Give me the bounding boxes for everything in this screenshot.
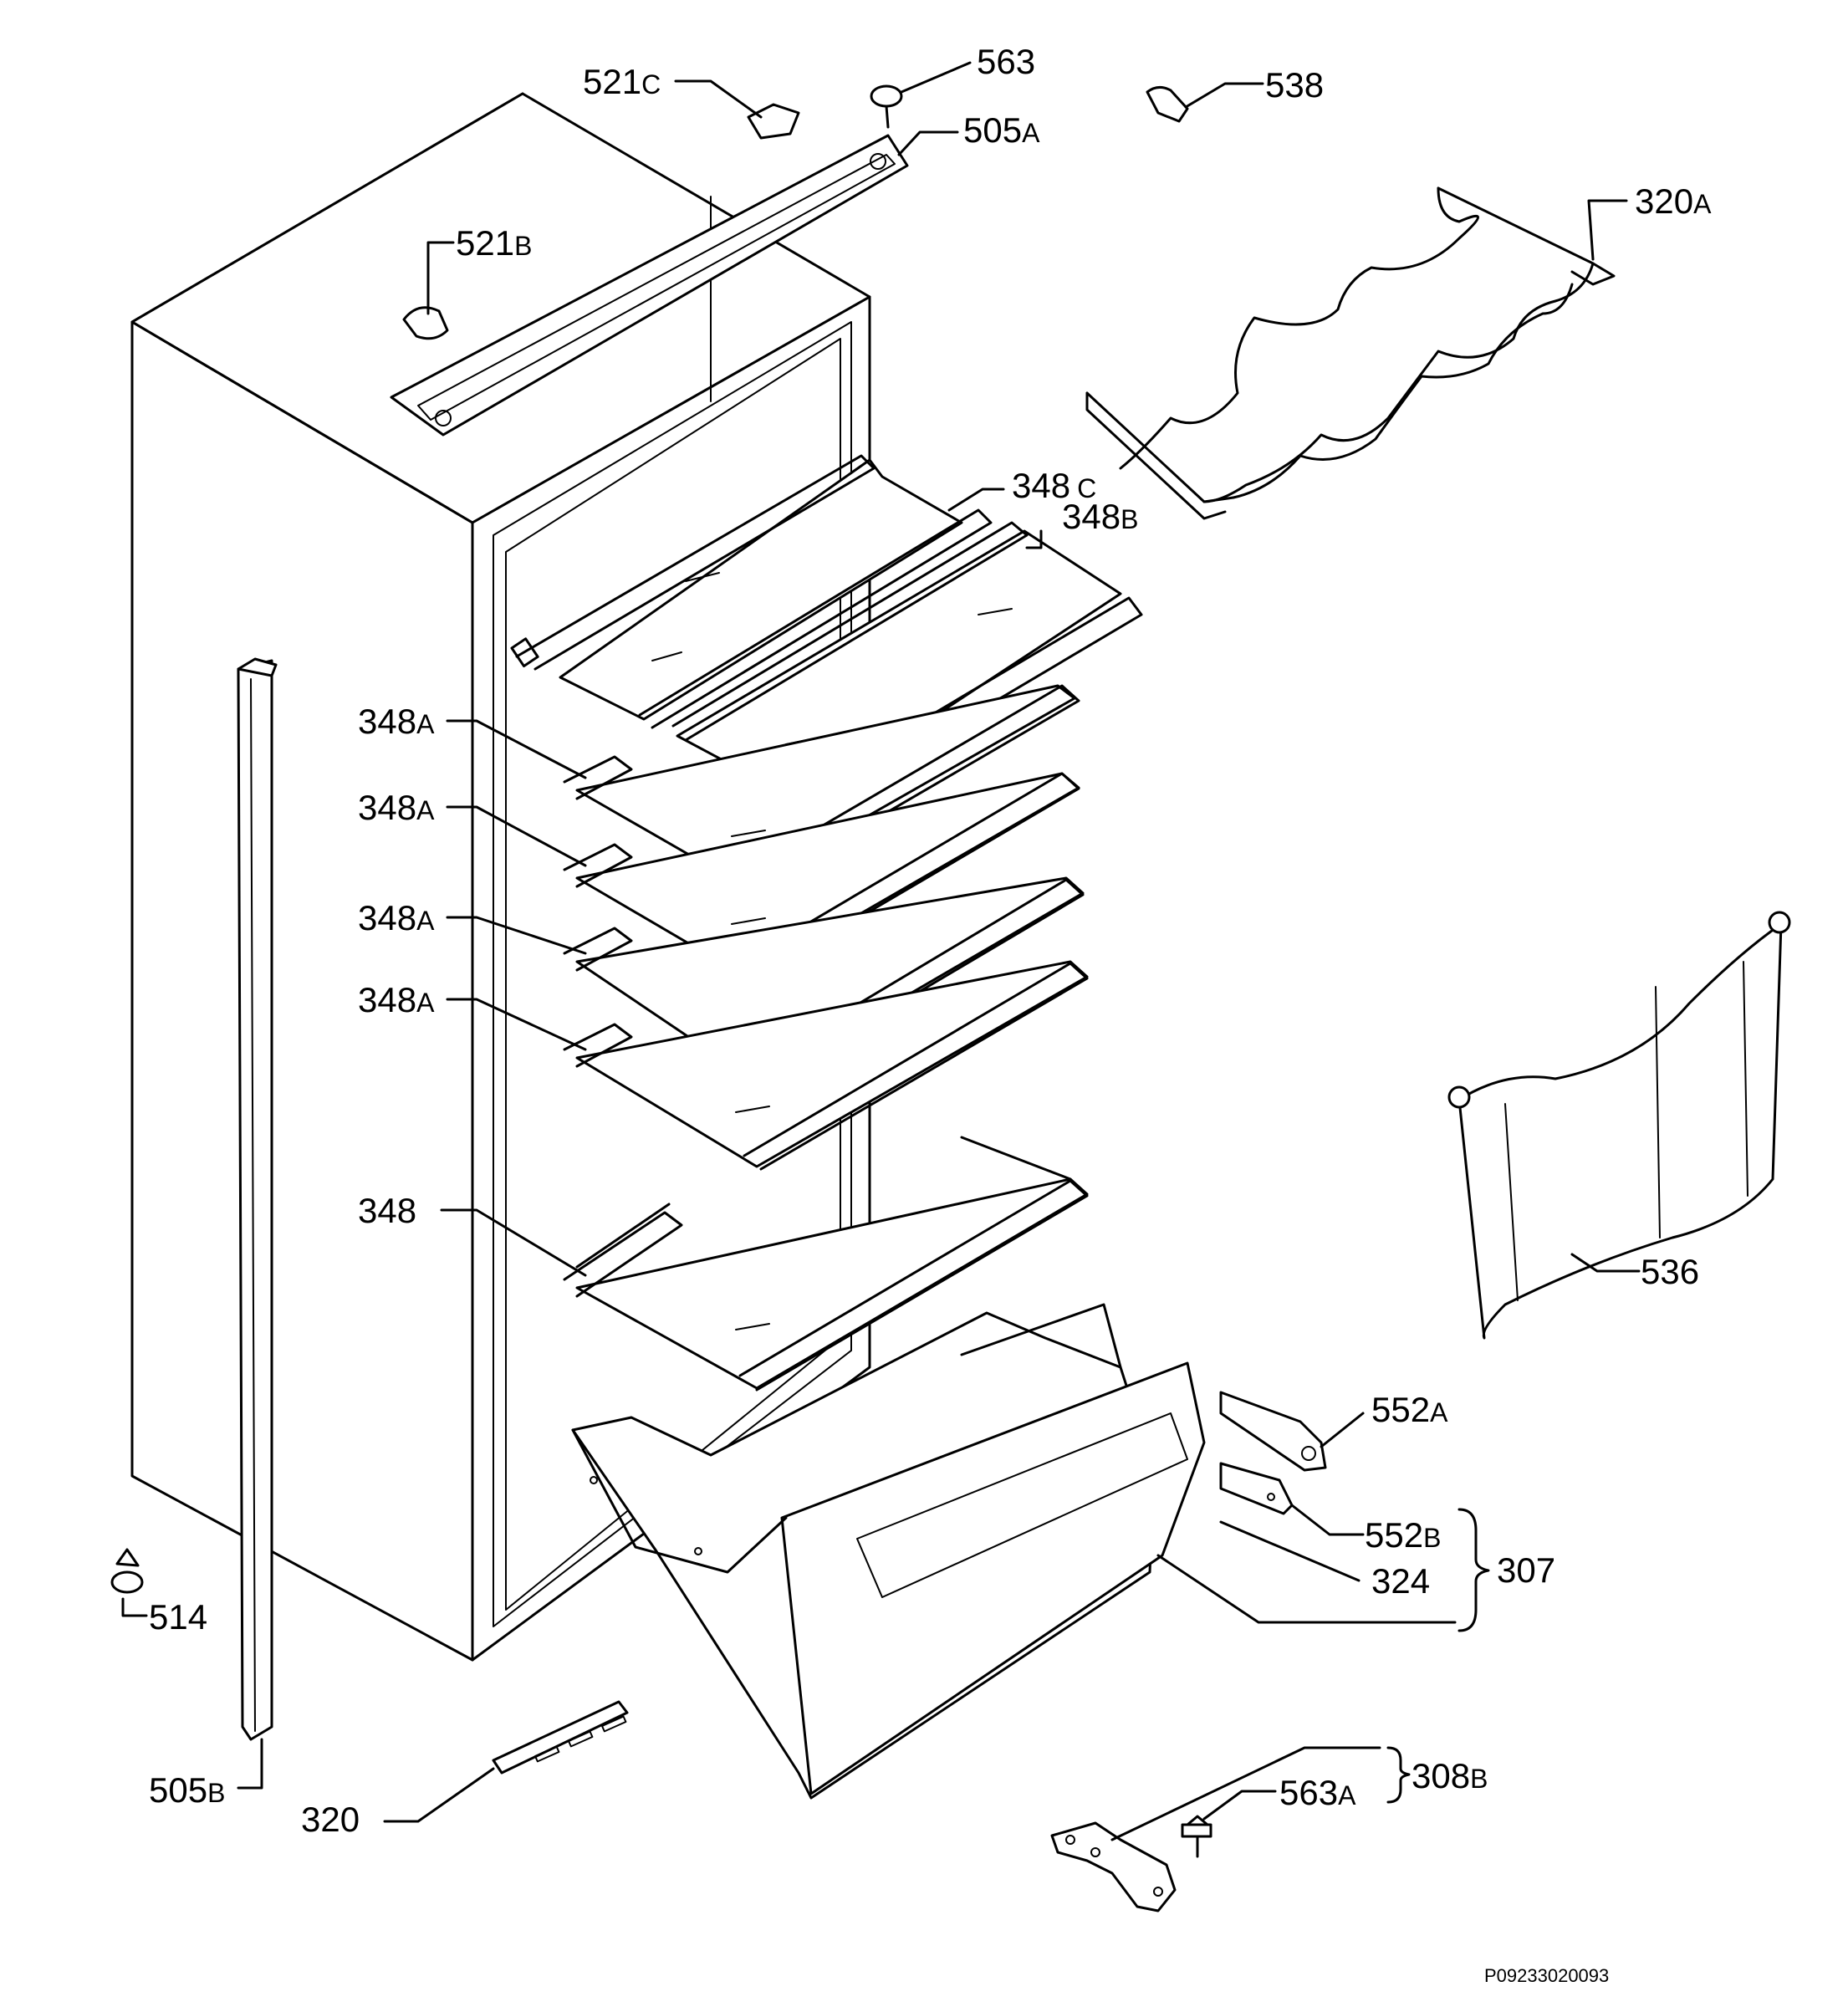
door-seal-part [237, 657, 278, 1741]
leader-lines [121, 61, 1641, 1841]
label-348: 348 [358, 1191, 416, 1230]
label-521b: 521B [456, 223, 532, 263]
crisper-drawer-part [571, 1303, 1206, 1800]
foot-514-part [110, 1548, 144, 1594]
clip-521c-part [747, 103, 800, 140]
label-320: 320 [301, 1800, 360, 1839]
clip-538-part [1146, 86, 1189, 123]
shelf-348b-part [671, 521, 1143, 817]
slide-552a-part [1219, 1391, 1327, 1472]
shelf-348c-part [510, 454, 993, 729]
label-514: 514 [149, 1597, 207, 1637]
label-563: 563 [977, 42, 1035, 81]
label-348a-2: 348A [358, 788, 435, 827]
label-324: 324 [1371, 1561, 1430, 1601]
label-307: 307 [1497, 1550, 1555, 1590]
shelf-348a-4-part [563, 960, 1089, 1171]
screw-563-part [870, 84, 903, 129]
label-348a-3: 348A [358, 898, 435, 937]
label-552a: 552A [1371, 1390, 1448, 1429]
label-563a: 563A [1279, 1773, 1356, 1812]
top-rail-part [390, 134, 909, 437]
brace-307-icon [1457, 1508, 1490, 1632]
label-536: 536 [1641, 1252, 1699, 1291]
bottle-rack-part [1085, 186, 1616, 520]
label-505b: 505B [149, 1770, 225, 1810]
label-521c: 521C [583, 62, 661, 101]
label-308b: 308B [1412, 1756, 1488, 1795]
label-538: 538 [1265, 65, 1324, 105]
label-348a-1: 348A [358, 702, 435, 741]
label-320a: 320A [1635, 181, 1712, 221]
label-505a: 505A [963, 110, 1040, 150]
rail-320-part [492, 1700, 629, 1775]
door-bin-part [1447, 911, 1791, 1340]
brace-308b-icon [1386, 1746, 1411, 1804]
hinge-308b-part [1050, 1821, 1177, 1913]
shelf-348-part [563, 1136, 1089, 1392]
label-348a-4: 348A [358, 980, 435, 1019]
document-id: P09233020093 [1484, 1965, 1609, 1986]
slide-552b-part [1219, 1462, 1294, 1515]
label-348b: 348B [1062, 497, 1138, 536]
screw-563a-part [1181, 1815, 1212, 1858]
label-552b: 552B [1365, 1515, 1441, 1555]
clip-521b-part [402, 306, 449, 340]
